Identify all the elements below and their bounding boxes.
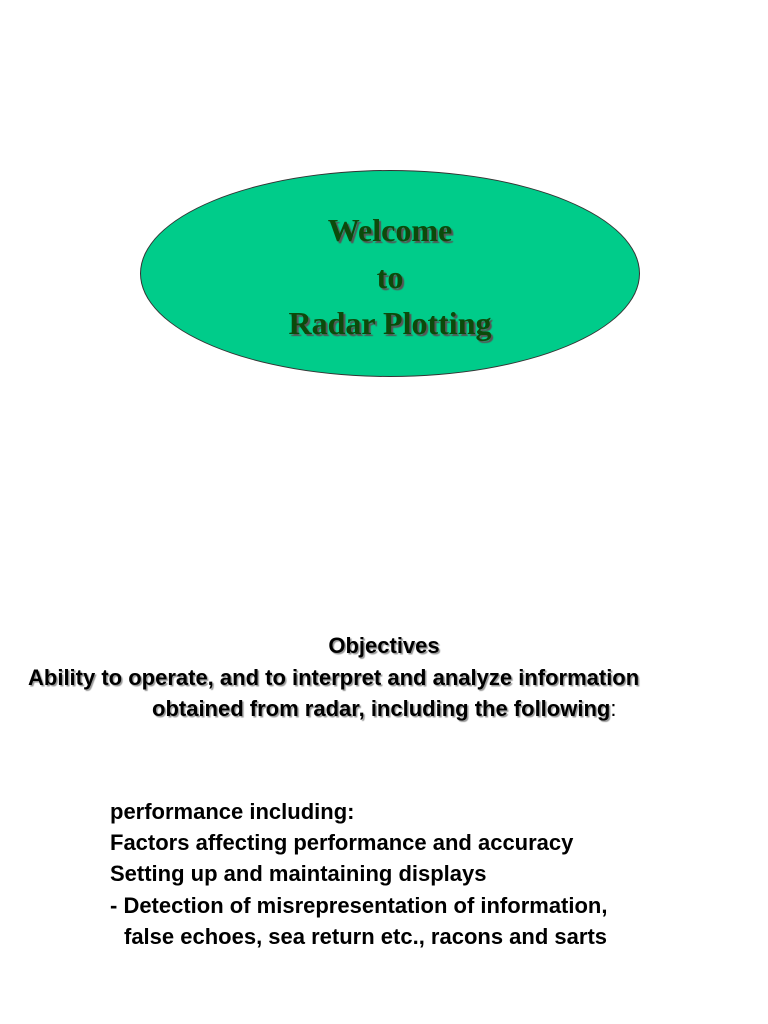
list-item: performance including:: [110, 799, 355, 824]
list-item: Setting up and maintaining displays: [110, 861, 487, 886]
title-line-to: to: [376, 259, 404, 295]
objectives-heading: Objectives: [328, 633, 440, 658]
title-line-radar-plotting: Radar Plotting: [288, 305, 492, 341]
objectives-text-line-2-main: obtained from radar, including the follo…: [152, 696, 611, 721]
list-item: false echoes, sea return etc., racons an…: [124, 924, 608, 949]
title-line-welcome: Welcome: [327, 212, 453, 248]
title-ellipse: [140, 170, 640, 377]
list-item: Factors affecting performance and accura…: [110, 830, 574, 855]
list-item: - Detection of misrepresentation of info…: [110, 893, 608, 918]
objectives-text-line-2: obtained from radar, including the follo…: [152, 696, 616, 722]
objectives-colon: :: [610, 696, 617, 721]
objectives-text-line-1: Ability to operate, and to interpret and…: [28, 665, 640, 690]
